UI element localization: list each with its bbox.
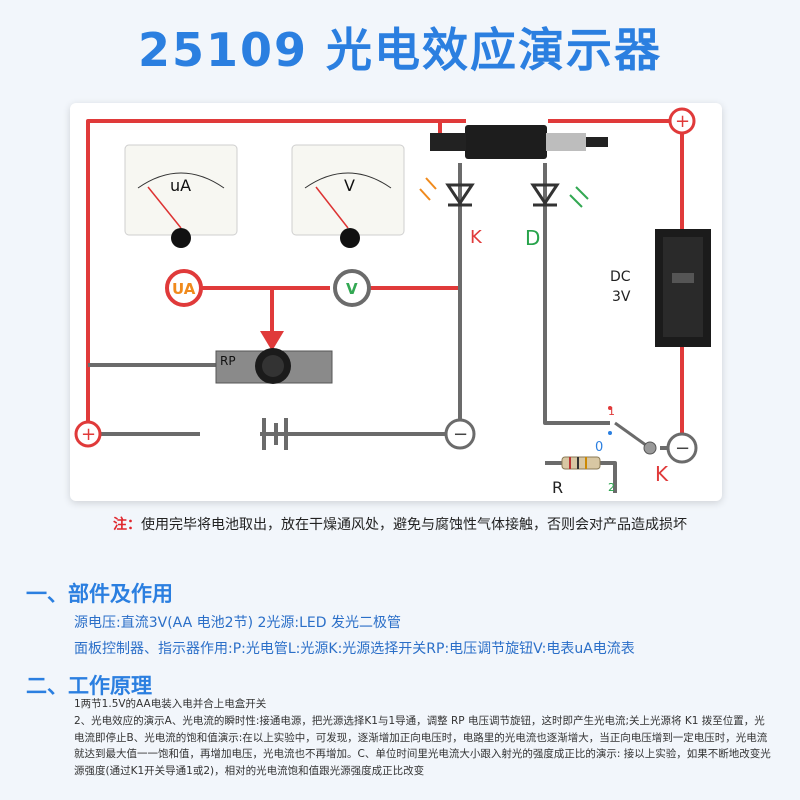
section2-p1: 1两节1.5V的AA电装入电并合上电盒开关: [74, 698, 267, 710]
resistor: [561, 456, 601, 470]
voltmeter: [291, 144, 405, 248]
badge-ua-label: UA: [172, 280, 196, 298]
badge-v-label: V: [346, 280, 358, 298]
label-dc: DC: [610, 269, 631, 285]
minus-terminal-left: [444, 418, 476, 450]
meter-v-unit: V: [344, 176, 355, 195]
note-prefix: 注：: [113, 517, 141, 533]
photocell-diode: [445, 183, 475, 207]
section1-line1: 源电压:直流3V(AA 电池2节) 2光源:LED 发光二极管: [74, 615, 401, 631]
label-k-left: K: [470, 227, 483, 248]
arrow-down-icon: [260, 331, 284, 351]
meter-ua-unit: uA: [170, 176, 191, 195]
section2-heading: 二、工作原理: [26, 674, 152, 698]
light-source-tube: [430, 125, 608, 159]
label-r: R: [552, 478, 563, 497]
plus-label-right: +: [675, 111, 690, 132]
section1-line2: 面板控制器、指示器作用:P:光电管L:光源K:光源选择开关RP:电压调节旋钮V:…: [74, 641, 635, 657]
label-3v: 3V: [612, 289, 631, 305]
note-text: 使用完毕将电池取出，放在干燥通风处，避免与腐蚀性气体接触，否则会对产品造成损坏: [141, 517, 687, 533]
minus-terminal-right: [666, 432, 698, 464]
label-k-right: K: [655, 462, 669, 486]
section1-heading: 一、部件及作用: [26, 582, 173, 606]
label-2: 2: [608, 481, 615, 494]
led-diode: [530, 183, 560, 207]
microammeter: [124, 144, 238, 248]
warning-note: 注：使用完毕将电池取出，放在干燥通风处，避免与腐蚀性气体接触，否则会对产品造成损…: [0, 514, 800, 534]
page-title: 25109 光电效应演示器: [137, 23, 663, 77]
battery-box: [655, 229, 711, 347]
minus-label-left: −: [453, 424, 468, 445]
plus-terminal-left: [74, 420, 102, 448]
rp-label: RP: [220, 354, 236, 368]
toggle-switch[interactable]: [643, 441, 657, 455]
light-arrow-icon: [425, 177, 437, 190]
emit-arrow-icon: [569, 194, 583, 208]
label-0: 0: [595, 440, 603, 455]
label-d: D: [525, 226, 540, 250]
v-badge: [333, 269, 371, 307]
plus-label-left: +: [81, 424, 96, 445]
demo-board: uA V UA V RP + −: [70, 103, 722, 501]
section2-p2: 2、光电效应的演示A、光电流的瞬时性:接通电源，把光源选择K1与1导通，调整 R…: [74, 715, 771, 777]
selector-lever[interactable]: [614, 421, 651, 450]
circuit-diagram: uA V UA V RP + −: [74, 107, 711, 497]
plus-terminal-right: [668, 107, 696, 135]
ua-badge: [165, 269, 203, 307]
minus-label-right: −: [675, 438, 690, 459]
label-1: 1: [608, 405, 615, 418]
